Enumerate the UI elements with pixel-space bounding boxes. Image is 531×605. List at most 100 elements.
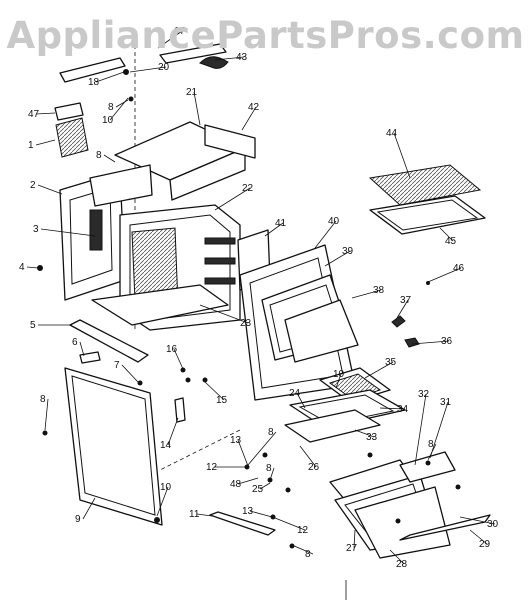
callout-label: 10: [333, 369, 345, 380]
callout-leader: [389, 549, 405, 565]
callout-leader: [241, 106, 257, 131]
callout-label: 8: [268, 427, 274, 438]
part-6: [79, 351, 101, 364]
callout-leader: [156, 486, 169, 517]
callout-label: 16: [166, 344, 178, 355]
part-23-tray: [91, 284, 229, 326]
callout-leader: [469, 529, 488, 545]
callout-leader: [121, 364, 139, 383]
callout-leader: [35, 139, 56, 146]
callout-leader: [115, 99, 129, 108]
part-40-door-frame: [239, 244, 359, 401]
callout-label: 1: [28, 140, 34, 151]
callout-leader: [79, 341, 85, 357]
callout-label: 8: [266, 463, 272, 474]
callout-label: 31: [440, 397, 452, 408]
callout-label: 42: [248, 102, 260, 113]
callout-label: 17: [174, 26, 186, 37]
callout-label: 8: [428, 439, 434, 450]
callout-label: 18: [88, 77, 100, 88]
part-9-door: [64, 367, 163, 526]
callout-leader: [314, 220, 337, 249]
callout-leader: [396, 299, 409, 319]
callout-leader: [167, 417, 179, 446]
guide-line: [159, 429, 241, 471]
callout-leader: [259, 482, 271, 490]
callout-label: 47: [28, 109, 40, 120]
part-drawer-panels: [329, 451, 456, 559]
callout-label: 27: [346, 543, 358, 554]
callout-label: 13: [230, 435, 242, 446]
callout-leader: [249, 510, 273, 518]
callout-leader: [411, 340, 450, 345]
callout-label: 4: [19, 262, 25, 273]
callout-leader: [459, 516, 496, 525]
callout-label: 41: [275, 218, 287, 229]
callout-leader: [335, 373, 342, 389]
callout-leader: [379, 407, 406, 410]
callout-label: 26: [308, 462, 320, 473]
callout-leader: [354, 429, 375, 438]
callout-label: 25: [252, 484, 264, 495]
callout-label: 34: [397, 404, 409, 415]
callout-leader: [214, 187, 251, 211]
callout-label: 29: [479, 539, 491, 550]
callout-label: 3: [33, 224, 39, 235]
callout-leader: [44, 398, 49, 431]
callout-labels: 1234567888888891010101112121313141516171…: [19, 26, 499, 570]
callout-leader: [237, 477, 259, 485]
callout-label: 6: [72, 337, 78, 348]
callout-leader: [40, 228, 96, 237]
callout-label: 9: [75, 514, 81, 525]
callout-label: 23: [240, 318, 252, 329]
callout-leader: [199, 304, 249, 324]
part-small-panels: [54, 102, 89, 158]
callout-leader: [364, 361, 394, 379]
callout-leader: [196, 513, 213, 517]
callout-label: 30: [487, 519, 499, 530]
callout-leader: [237, 439, 249, 467]
callout-leader: [173, 348, 184, 370]
callout-label: 48: [230, 479, 242, 490]
callout-leader: [414, 393, 427, 466]
part-44-45-racks: [368, 164, 486, 235]
watermark-logo: AppliancePartsPros.com: [6, 14, 525, 57]
callout-leader: [157, 30, 183, 49]
callout-leader: [299, 445, 317, 468]
callout-leader: [109, 97, 129, 121]
callout-label: 33: [366, 432, 378, 443]
callout-label: 44: [386, 128, 398, 139]
callout-label: 7: [114, 360, 120, 371]
callout-leader: [264, 222, 284, 237]
callout-label: 11: [189, 509, 200, 520]
callout-label: 21: [186, 87, 198, 98]
callout-label: 20: [158, 62, 170, 73]
callout-leader: [103, 154, 116, 163]
callout-label: 12: [297, 525, 309, 536]
callout-leader: [129, 66, 167, 73]
callout-label: 38: [373, 285, 385, 296]
callout-label: 45: [445, 236, 457, 247]
callout-label: 37: [400, 295, 412, 306]
callout-leader: [439, 227, 454, 242]
callout-leader: [351, 289, 382, 299]
callout-label: 22: [242, 183, 254, 194]
callout-label: 40: [328, 216, 340, 227]
callout-leader: [291, 544, 314, 555]
part-11-rod: [209, 511, 276, 536]
callout-leader: [37, 184, 63, 195]
callout-leader: [204, 381, 225, 401]
callout-label: 32: [418, 389, 430, 400]
callout-leader: [193, 91, 201, 126]
callout-label: 46: [453, 263, 465, 274]
callout-label: 10: [160, 482, 172, 493]
part-34-35-pan: [284, 367, 406, 443]
callout-label: 35: [385, 357, 397, 368]
callout-label: 8: [40, 394, 46, 405]
callout-label: 2: [30, 180, 36, 191]
callout-label: 43: [236, 52, 248, 63]
part-top-strip: [59, 43, 229, 102]
callout-leader: [393, 132, 411, 179]
callout-label: 12: [206, 462, 218, 473]
callout-leader: [95, 71, 125, 83]
